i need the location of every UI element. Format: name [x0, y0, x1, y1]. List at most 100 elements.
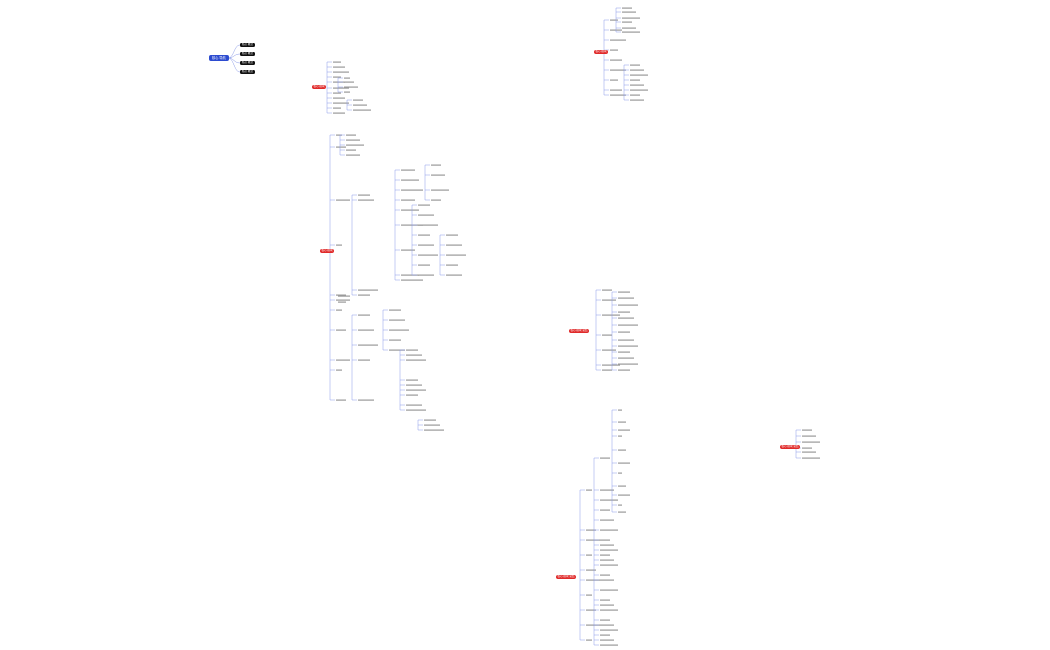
branch-node-5[interactable]: 核心 模块 总结 [556, 575, 577, 579]
leaf-text-placeholder [602, 369, 612, 371]
leaf-text-placeholder [446, 244, 462, 246]
leaf-text-placeholder [336, 399, 346, 401]
leaf-text-placeholder [333, 76, 341, 78]
leaf-text-placeholder [333, 71, 349, 73]
leaf-text-placeholder [406, 349, 418, 351]
leaf-text-placeholder [406, 359, 426, 361]
leaf-text-placeholder [353, 99, 363, 101]
leaf-text-placeholder [401, 189, 423, 191]
leaf-text-placeholder [602, 349, 616, 351]
leaf-text-placeholder [358, 289, 378, 291]
leaf-text-placeholder [406, 384, 422, 386]
branch-node-4[interactable]: 核心 模块 总结 [569, 329, 590, 333]
leaf-text-placeholder [600, 629, 618, 631]
leaf-text-placeholder [610, 69, 626, 71]
branch-node-2[interactable]: 核心 模块 [320, 249, 335, 253]
connector-curve [227, 44, 241, 59]
leaf-text-placeholder [618, 304, 638, 306]
leaf-text-placeholder [610, 79, 618, 81]
leaf-text-placeholder [406, 394, 418, 396]
leaf-text-placeholder [610, 19, 618, 21]
leaf-text-placeholder [600, 499, 618, 501]
leaf-text-placeholder [602, 299, 616, 301]
leaf-text-placeholder [602, 334, 612, 336]
leaf-text-placeholder [602, 314, 620, 316]
leaf-text-placeholder [610, 89, 622, 91]
root-child-3[interactable]: 核心 概念 [240, 61, 256, 65]
leaf-text-placeholder [610, 94, 626, 96]
leaf-text-placeholder [618, 369, 630, 371]
leaf-text-placeholder [630, 69, 644, 71]
leaf-text-placeholder [618, 351, 630, 353]
leaf-text-placeholder [401, 209, 419, 211]
leaf-text-placeholder [358, 359, 370, 361]
leaf-text-placeholder [586, 554, 592, 556]
leaf-text-placeholder [618, 363, 638, 365]
leaf-text-placeholder [358, 194, 370, 196]
leaf-text-placeholder [618, 429, 630, 431]
leaf-text-placeholder [336, 369, 342, 371]
leaf-text-placeholder [424, 419, 436, 421]
leaf-text-placeholder [618, 311, 630, 313]
leaf-text-placeholder [346, 139, 360, 141]
leaf-text-placeholder [618, 317, 634, 319]
leaf-text-placeholder [622, 21, 632, 23]
leaf-text-placeholder [586, 529, 596, 531]
leaf-text-placeholder [389, 349, 405, 351]
leaf-text-placeholder [406, 389, 426, 391]
leaf-text-placeholder [618, 357, 634, 359]
leaf-text-placeholder [610, 39, 626, 41]
leaf-text-placeholder [353, 109, 371, 111]
leaf-text-placeholder [600, 589, 618, 591]
leaf-text-placeholder [389, 329, 409, 331]
leaf-text-placeholder [618, 472, 622, 474]
leaf-text-placeholder [618, 409, 622, 411]
leaf-text-placeholder [446, 274, 462, 276]
leaf-text-placeholder [346, 154, 360, 156]
leaf-text-placeholder [600, 519, 614, 521]
leaf-text-placeholder [401, 279, 423, 281]
leaf-text-placeholder [446, 254, 466, 256]
leaf-text-placeholder [358, 344, 378, 346]
leaf-text-placeholder [600, 599, 610, 601]
leaf-text-placeholder [406, 404, 422, 406]
branch-node-6[interactable]: 核心 模块 总结 [780, 445, 801, 449]
leaf-text-placeholder [600, 457, 610, 459]
leaf-text-placeholder [336, 294, 346, 296]
leaf-text-placeholder [401, 274, 419, 276]
root-node[interactable]: 核心 导航 [209, 55, 229, 61]
leaf-text-placeholder [610, 49, 618, 51]
root-child-1[interactable]: 核心 概念 [240, 43, 256, 47]
leaf-text-placeholder [418, 224, 438, 226]
leaf-text-placeholder [418, 204, 430, 206]
leaf-text-placeholder [618, 324, 638, 326]
leaf-text-placeholder [600, 539, 610, 541]
leaf-text-placeholder [618, 462, 630, 464]
leaf-text-placeholder [389, 309, 401, 311]
leaf-text-placeholder [630, 64, 640, 66]
leaf-text-placeholder [586, 569, 596, 571]
root-child-4[interactable]: 核心 概念 [240, 70, 256, 74]
leaf-text-placeholder [630, 94, 640, 96]
branch-node-1[interactable]: 核心 模块 [312, 85, 327, 89]
leaf-text-placeholder [336, 146, 346, 148]
branch-node-3[interactable]: 核心 模块 [594, 50, 609, 54]
leaf-text-placeholder [431, 164, 441, 166]
leaf-text-placeholder [618, 345, 638, 347]
leaf-text-placeholder [618, 511, 626, 513]
root-child-2[interactable]: 核心 概念 [240, 52, 256, 56]
leaf-text-placeholder [446, 234, 458, 236]
connector-curve [227, 57, 241, 73]
leaf-text-placeholder [346, 149, 356, 151]
leaf-text-placeholder [600, 634, 610, 636]
leaf-text-placeholder [344, 81, 354, 83]
leaf-text-placeholder [600, 624, 614, 626]
leaf-text-placeholder [586, 579, 600, 581]
leaf-text-placeholder [418, 264, 430, 266]
leaf-text-placeholder [336, 244, 342, 246]
leaf-text-placeholder [630, 74, 648, 76]
leaf-text-placeholder [618, 485, 626, 487]
leaf-text-placeholder [431, 189, 449, 191]
leaf-text-placeholder [338, 295, 350, 297]
